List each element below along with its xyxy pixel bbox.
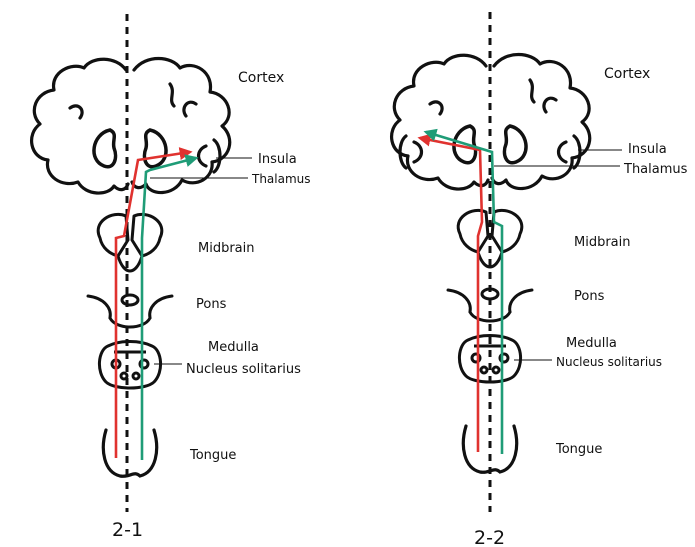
right-ventricle bbox=[144, 130, 166, 167]
label-tongue: Tongue bbox=[555, 442, 602, 457]
medulla-shape bbox=[99, 342, 160, 389]
panel-2-1: Cortex Insula Thalamus Midbrain Pons Med… bbox=[32, 14, 311, 541]
label-thalamus: Thalamus bbox=[251, 172, 311, 186]
label-tongue: Tongue bbox=[189, 448, 236, 463]
label-medulla: Medulla bbox=[208, 340, 259, 355]
panel-caption: 2-2 bbox=[474, 527, 505, 547]
panel-2-2: Cortex Insula Thalamus Midbrain Pons Med… bbox=[392, 12, 688, 547]
pons-shape bbox=[88, 295, 172, 327]
label-pons: Pons bbox=[196, 297, 227, 312]
brain-cortex-outline bbox=[32, 59, 230, 194]
insula-shape bbox=[559, 136, 581, 168]
label-pons: Pons bbox=[574, 289, 605, 304]
insula-shape-left bbox=[400, 136, 422, 168]
label-medulla: Medulla bbox=[566, 336, 617, 351]
label-insula: Insula bbox=[258, 152, 297, 167]
label-cortex: Cortex bbox=[604, 66, 650, 82]
label-midbrain: Midbrain bbox=[198, 241, 255, 256]
midbrain-shape bbox=[98, 214, 162, 271]
label-cortex: Cortex bbox=[238, 70, 284, 86]
left-ventricle bbox=[94, 130, 116, 167]
label-nucleus: Nucleus solitarius bbox=[186, 362, 301, 377]
tongue-shape bbox=[103, 430, 156, 476]
label-midbrain: Midbrain bbox=[574, 235, 631, 250]
panel-caption: 2-1 bbox=[112, 519, 143, 541]
label-nucleus: Nucleus solitarius bbox=[556, 355, 662, 369]
label-insula: Insula bbox=[628, 142, 667, 157]
insula-shape bbox=[199, 140, 221, 172]
label-thalamus: Thalamus bbox=[623, 162, 688, 177]
right-ventricle bbox=[504, 126, 526, 163]
